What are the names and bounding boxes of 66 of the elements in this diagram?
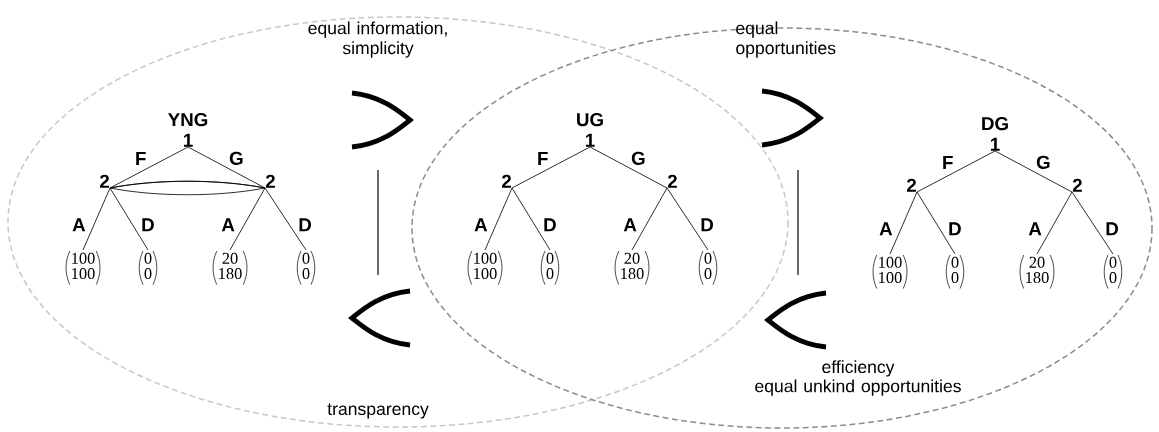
player-label: 1 (990, 137, 1000, 151)
tree-branch (511, 187, 551, 251)
tree-branch (889, 191, 918, 255)
game-title: YNG (168, 112, 208, 127)
payoff-vector: 0 0 (945, 254, 965, 289)
edge-label: F (535, 150, 550, 167)
tree-branch (916, 191, 956, 255)
tree-branch (589, 146, 668, 189)
edge-label: G (629, 150, 647, 167)
annotation-text: equal information, simplicity (308, 21, 447, 58)
player-label: 1 (585, 133, 595, 147)
player-label: 2 (100, 174, 109, 188)
annotation-text: transparency (327, 403, 429, 419)
edge-label: A (877, 221, 894, 237)
tree-branch (109, 146, 189, 189)
payoff-vector: 0 0 (540, 250, 560, 285)
game-title: UG (577, 112, 603, 127)
edge-label: D (139, 217, 156, 233)
tree-branch (187, 146, 266, 189)
player-label: 2 (667, 174, 677, 188)
tree-branch (109, 187, 149, 251)
edge-label: A (622, 217, 639, 233)
payoff-vector: 100 100 (467, 250, 503, 285)
payoff-vector: 0 0 (296, 250, 316, 285)
annotation-text: equal opportunities (736, 21, 836, 58)
edge-label: F (133, 150, 148, 167)
annotation-text: equal unkind opportunities (755, 379, 961, 396)
tree-branch (484, 187, 513, 251)
tree-branch (666, 187, 709, 251)
tree-branch (1036, 191, 1073, 255)
edge-label: A (220, 217, 237, 233)
player-label: 1 (184, 133, 193, 147)
tree-branch (1071, 191, 1114, 255)
tree-branch (511, 146, 591, 189)
tree-branch (994, 150, 1073, 193)
edge-label: F (940, 154, 955, 171)
edge-label: D (1104, 221, 1120, 237)
payoff-vector: 20 180 (614, 250, 650, 285)
player-label: 2 (907, 178, 916, 192)
tree-branch (631, 187, 668, 251)
tree-branch (264, 187, 307, 251)
payoff-vector: 0 0 (1103, 254, 1123, 289)
edge-label: D (297, 217, 313, 233)
edge-label: A (1027, 221, 1044, 237)
payoff-vector: 20 180 (1019, 254, 1055, 289)
payoff-vector: 100 100 (65, 250, 101, 285)
tree-branch (916, 150, 996, 193)
tree-branch (229, 187, 266, 251)
player-label: 2 (1072, 178, 1082, 192)
tree-branch (82, 187, 111, 251)
player-label: 2 (502, 174, 511, 188)
player-label: 2 (265, 174, 275, 188)
edge-label: G (1034, 154, 1052, 171)
annotation-text: efficiency (822, 360, 895, 377)
payoff-vector: 20 180 (212, 250, 248, 285)
edge-label: D (541, 217, 558, 233)
payoff-vector: 0 0 (138, 250, 158, 285)
edge-label: A (472, 217, 489, 233)
game-title: DG (982, 116, 1008, 131)
payoff-vector: 100 100 (872, 254, 908, 289)
edge-label: A (70, 217, 87, 233)
edge-label: G (227, 150, 245, 167)
edge-label: D (699, 217, 715, 233)
payoff-vector: 0 0 (698, 250, 718, 285)
edge-label: D (946, 221, 963, 237)
information-set (109, 180, 266, 196)
